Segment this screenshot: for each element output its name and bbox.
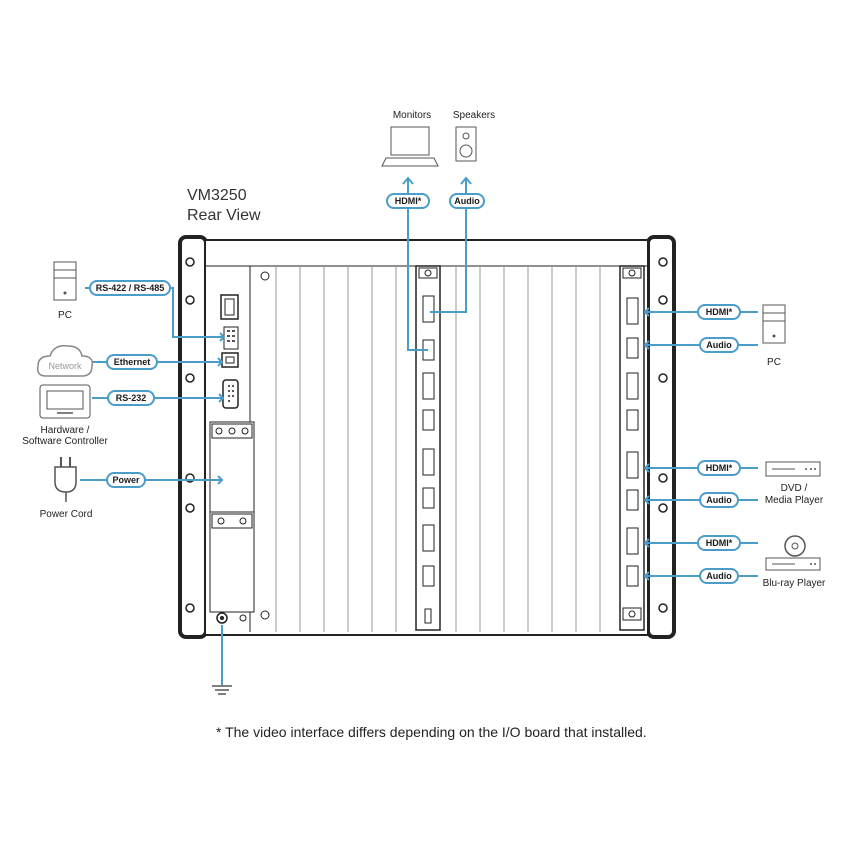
ethernet-arrow: [217, 357, 224, 367]
label-audio-in-3-text: Audio: [706, 571, 732, 581]
audio-out-arrow: [460, 176, 472, 185]
label-hdmi-in-2: HDMI*: [697, 460, 741, 476]
power-cord-label: Power Cord: [40, 509, 93, 520]
cloud-icon: [36, 344, 94, 377]
controller-icon: [39, 384, 91, 419]
label-audio-out: Audio: [449, 193, 485, 209]
label-rs422: RS-422 / RS-485: [89, 280, 171, 296]
label-rs232-text: RS-232: [116, 393, 147, 403]
dvd-label-line1: DVD /: [781, 483, 808, 494]
slot-dividers: [275, 266, 601, 632]
rack-ear-holes: [185, 257, 668, 613]
label-audio-in-2-text: Audio: [706, 495, 732, 505]
label-ethernet: Ethernet: [106, 354, 158, 370]
label-hdmi-out-text: HDMI*: [395, 196, 422, 206]
bluray-player-icon: [765, 535, 821, 571]
speakers-label: Speakers: [453, 110, 495, 121]
controller-label-line1: Hardware /: [41, 425, 90, 436]
controller-label-line2: Software Controller: [22, 436, 108, 447]
label-hdmi-in-1: HDMI*: [697, 304, 741, 320]
rs232-arrow: [218, 393, 225, 403]
footnote: * The video interface differs depending …: [216, 724, 647, 740]
input-board: [619, 265, 645, 631]
ground-icon: [212, 685, 232, 695]
right-pc-tower-icon: [762, 304, 786, 344]
dvd-player-icon: [765, 461, 821, 477]
monitor-icon: [381, 126, 439, 167]
label-audio-in-1: Audio: [699, 337, 739, 353]
hdmi-out-arrow: [402, 176, 414, 185]
model-title: VM3250: [187, 187, 247, 204]
monitors-label: Monitors: [393, 110, 431, 121]
control-board: [209, 294, 255, 624]
label-hdmi-in-3-text: HDMI*: [706, 538, 733, 548]
bluray-label: Blu-ray Player: [763, 578, 826, 589]
label-audio-in-2: Audio: [699, 492, 739, 508]
label-power: Power: [106, 472, 146, 488]
label-power-text: Power: [112, 475, 140, 485]
label-hdmi-in-1-text: HDMI*: [706, 307, 733, 317]
rs422-port: [223, 326, 239, 350]
label-hdmi-out: HDMI*: [386, 193, 430, 209]
left-pc-label: PC: [58, 310, 72, 321]
network-label: Network: [48, 361, 82, 371]
label-audio-out-text: Audio: [454, 196, 480, 206]
label-ethernet-text: Ethernet: [114, 357, 151, 367]
label-rs232: RS-232: [107, 390, 155, 406]
power-plug-icon: [54, 457, 77, 502]
output-board: [415, 265, 441, 631]
audio-out-cable: [430, 178, 467, 313]
hdmi-out-cable: [407, 178, 428, 351]
label-rs422-text: RS-422 / RS-485: [96, 283, 165, 293]
view-title: Rear View: [187, 207, 261, 224]
label-audio-in-1-text: Audio: [706, 340, 732, 350]
rs232-port: [222, 379, 239, 409]
power-arrow: [217, 475, 224, 485]
dvd-label-line2: Media Player: [765, 495, 824, 506]
label-hdmi-in-3: HDMI*: [697, 535, 741, 551]
right-pc-label: PC: [767, 357, 781, 368]
speaker-icon: [455, 126, 477, 162]
label-hdmi-in-2-text: HDMI*: [706, 463, 733, 473]
rs422-arrow: [219, 332, 226, 342]
pc-tower-icon: [53, 261, 77, 301]
label-audio-in-3: Audio: [699, 568, 739, 584]
